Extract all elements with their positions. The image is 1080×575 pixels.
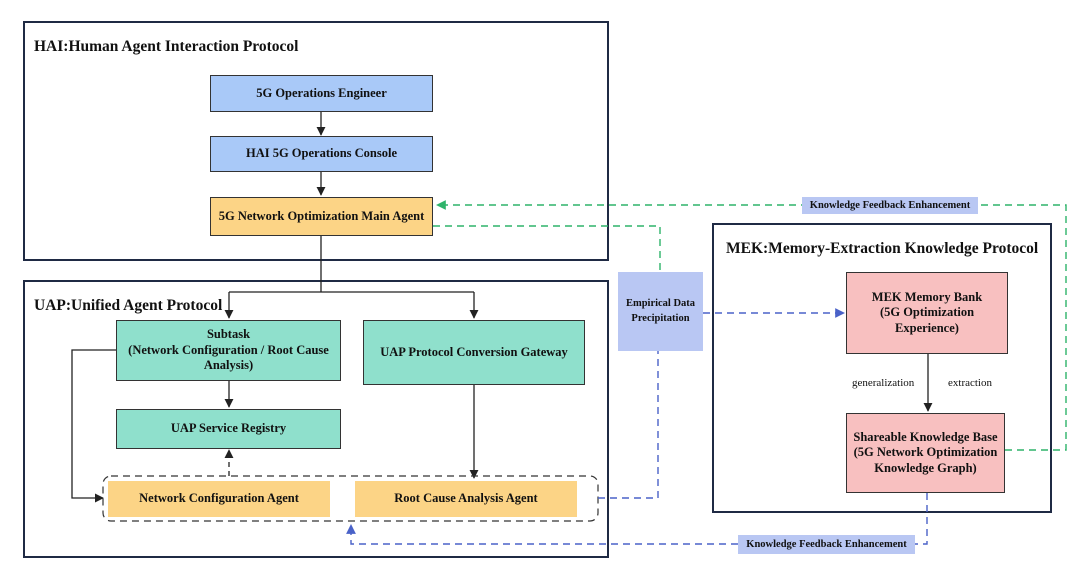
protocol-gateway-box: UAP Protocol Conversion Gateway	[363, 320, 585, 385]
network-configuration-agent-box: Network Configuration Agent	[108, 481, 330, 517]
knowledge-to-main-agent-green-feedback	[436, 200, 1067, 451]
feedback-top-tag: Knowledge Feedback Enhancement	[802, 197, 978, 214]
mek-title: MEK:Memory-Extraction Knowledge Protocol	[726, 240, 1039, 257]
feedback-bottom-tag: Knowledge Feedback Enhancement	[738, 535, 915, 554]
agents-to-empirical-blue-line	[598, 351, 659, 499]
generalization-label: generalization	[852, 377, 915, 389]
memory-bank-box: MEK Memory Bank (5G Optimization Experie…	[846, 272, 1008, 354]
root-cause-analysis-agent-box: Root Cause Analysis Agent	[355, 481, 577, 517]
uap-title: UAP:Unified Agent Protocol	[34, 297, 223, 314]
extraction-label: extraction	[948, 377, 992, 389]
empirical-data-tag: Empirical Data Precipitation	[618, 272, 703, 351]
subtask-to-network-agent-arrow	[71, 349, 116, 503]
knowledge-base-box: Shareable Knowledge Base (5G Network Opt…	[846, 413, 1005, 493]
knowledge-to-agents-blue-feedback	[346, 493, 928, 545]
main-agent-branch-line	[229, 236, 474, 293]
main-agent-box: 5G Network Optimization Main Agent	[210, 197, 433, 236]
main-agent-to-empirical-green-line	[433, 225, 661, 272]
hai-title: HAI:Human Agent Interaction Protocol	[34, 38, 299, 55]
operations-engineer-box: 5G Operations Engineer	[210, 75, 433, 112]
operations-console-box: HAI 5G Operations Console	[210, 136, 433, 172]
subtask-box: Subtask (Network Configuration / Root Ca…	[116, 320, 341, 381]
service-registry-box: UAP Service Registry	[116, 409, 341, 449]
